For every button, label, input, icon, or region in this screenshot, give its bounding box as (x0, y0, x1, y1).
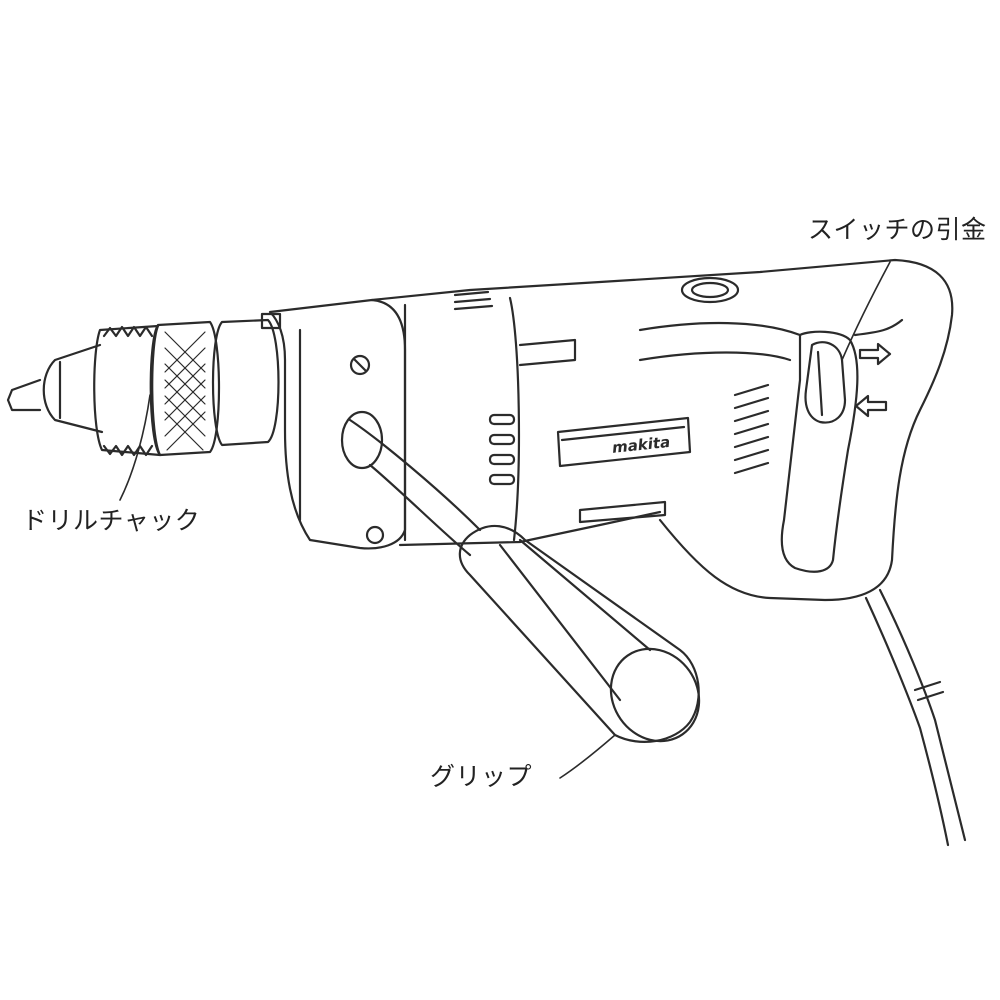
direction-arrow-icon (854, 342, 892, 418)
switch-trigger (804, 341, 847, 424)
brand-logo: makita (611, 433, 671, 457)
power-cord (864, 588, 967, 847)
leader-lines (119, 261, 891, 779)
side-grip (340, 410, 701, 743)
label-switch-trigger: スイッチの引金 (808, 215, 987, 244)
label-drill-chuck: ドリルチャック (22, 506, 201, 535)
drill-chuck (6, 312, 282, 457)
leader-switch (841, 261, 891, 361)
brand-plate (556, 416, 692, 468)
drill-body (268, 258, 954, 602)
leader-chuck (119, 394, 151, 501)
leader-grip (559, 734, 616, 779)
label-grip: グリップ (430, 762, 533, 791)
chuck-knurl (164, 331, 206, 451)
